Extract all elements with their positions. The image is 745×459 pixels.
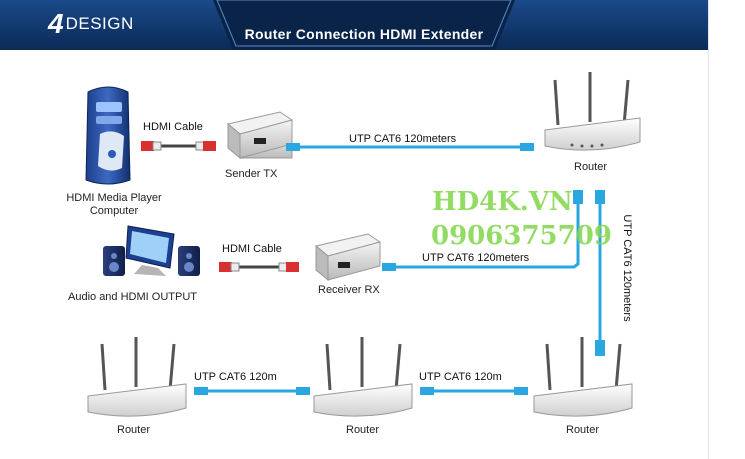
watermark-phone: 0906375709 <box>431 221 612 251</box>
computer-label-line1: HDMI Media Player <box>66 192 162 204</box>
router-top-label: Router <box>574 161 608 173</box>
router-bottom-left-icon <box>87 337 187 417</box>
utp-cable-top <box>286 143 534 151</box>
router-bottom-left-label: Router <box>117 424 151 436</box>
hdmi-cable-top-label: HDMI Cable <box>143 121 203 133</box>
utp-bottom-left-label: UTP CAT6 120m <box>194 371 277 383</box>
title-tab: Router Connection HDMI Extender <box>213 0 515 50</box>
hdmi-cable-middle-label: HDMI Cable <box>222 243 282 255</box>
utp-top-label: UTP CAT6 120meters <box>349 133 457 145</box>
router-bottom-right-label: Router <box>566 424 600 436</box>
page-title: Router Connection HDMI Extender <box>244 26 484 42</box>
router-bottom-right-icon <box>533 337 633 417</box>
router-bottom-mid-icon <box>313 337 413 417</box>
hdmi-cable-top <box>141 141 216 151</box>
logo-number: 4 <box>48 8 64 39</box>
router-top-icon <box>544 72 641 151</box>
logo-word: DESIGN <box>65 14 134 33</box>
receiver-rx-label: Receiver RX <box>318 284 380 296</box>
receiver-rx-device <box>314 233 382 282</box>
utp-bottom-right-label: UTP CAT6 120m <box>419 371 502 383</box>
utp-cable-middle <box>382 200 580 271</box>
sender-tx-device <box>226 111 294 160</box>
hdmi-cable-middle <box>219 262 299 272</box>
watermark-site: HD4K.VN <box>432 187 573 217</box>
utp-middle-label: UTP CAT6 120meters <box>422 252 530 264</box>
router-bottom-mid-label: Router <box>346 424 380 436</box>
audio-monitor-icon <box>103 225 200 276</box>
audio-hdmi-output-label: Audio and HDMI OUTPUT <box>68 291 197 303</box>
sender-tx-label: Sender TX <box>225 168 278 180</box>
utp-cable-bottom-left <box>194 387 310 395</box>
connection-diagram <box>85 72 641 417</box>
computer-label-line2: Computer <box>89 205 139 217</box>
right-margin <box>708 0 745 459</box>
utp-cable-bottom-right <box>420 387 528 395</box>
utp-vertical-label: UTP CAT6 120meters <box>621 214 633 322</box>
computer-icon <box>85 86 131 185</box>
